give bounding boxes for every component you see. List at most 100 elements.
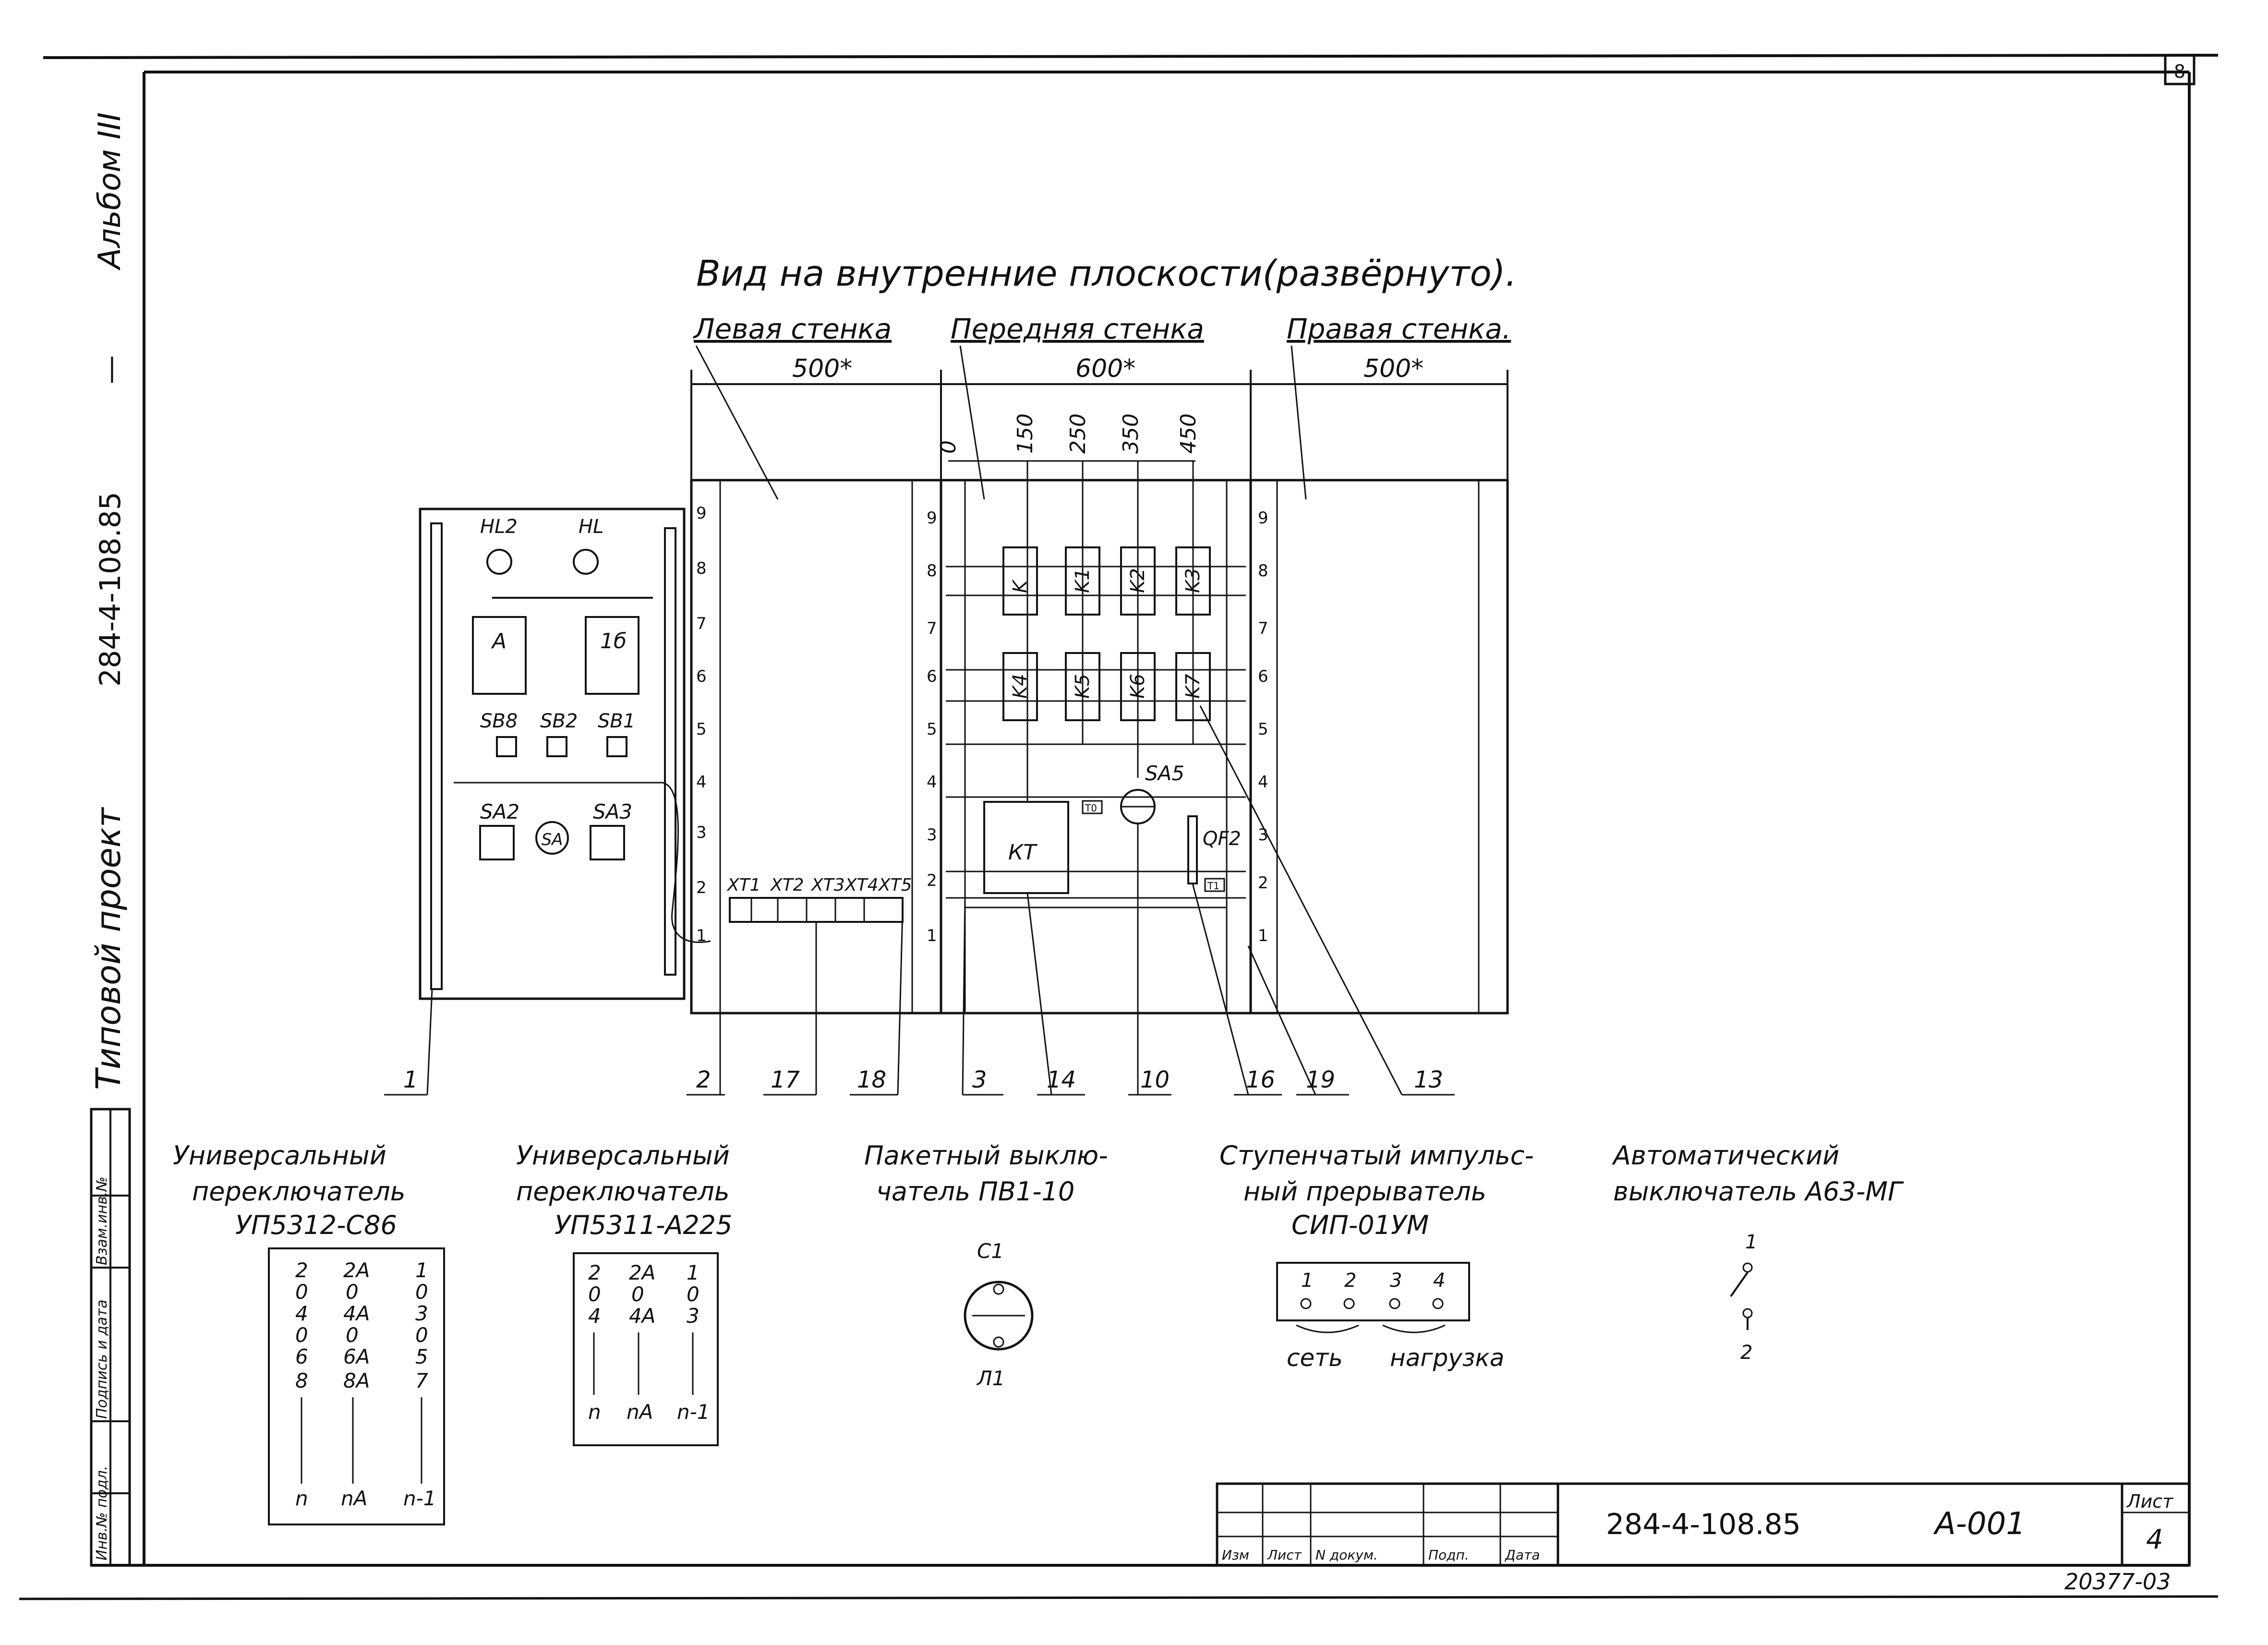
switch-sa3-icon [590, 825, 625, 860]
breaker-qf2 [1187, 815, 1198, 884]
up5312-r6-c1: nA [341, 1487, 367, 1510]
relay-k4 [1002, 652, 1038, 721]
legend-up5312: Универсальный переключатель УП5312-С86 2… [173, 1140, 445, 1525]
front-dim-0: 0 [936, 440, 961, 454]
sip-group-load: нагрузка [1390, 1344, 1504, 1372]
callouts: 1 2 17 18 3 14 10 16 19 13 [384, 705, 1455, 1096]
ruler-8: 8 [696, 559, 707, 578]
legend-up5312-line1: Универсальный [173, 1140, 386, 1171]
up5312-r4-c1: 6A [343, 1345, 370, 1368]
legend-pv1: Пакетный выклю- чатель ПВ1-10 С1 Л1 [864, 1140, 1108, 1390]
callout-19: 19 [1306, 1066, 1335, 1093]
up5311-r1-c1: 0 [631, 1282, 644, 1306]
corner-sheet-number: 8 [2174, 61, 2185, 82]
callout-10: 10 [1140, 1066, 1170, 1093]
left-wall: 9 8 7 6 5 4 3 2 1 XT1 XT2 XT3 XT4 XT5 [690, 479, 942, 1015]
ruler-9: 9 [696, 504, 707, 523]
up5311-r2-c0: 4 [588, 1304, 601, 1328]
title-designation: 284-4-108.85 [1606, 1508, 1801, 1541]
pv1-label-l1: Л1 [976, 1367, 1005, 1390]
up5311-r0-c0: 2 [588, 1261, 601, 1284]
title-col-list: Лист [1267, 1547, 1302, 1563]
up5311-r1-c2: 0 [687, 1282, 700, 1306]
up5311-r0-c1: 2A [629, 1261, 655, 1284]
up5312-r4-c2: 5 [415, 1345, 428, 1368]
up5311-r3-c2: n-1 [677, 1400, 710, 1424]
timer-kt-label: КТ [1008, 840, 1037, 865]
legend-sip-line1: Ступенчатый импульс- [1219, 1140, 1534, 1171]
button-sb8-icon [496, 736, 517, 757]
title-col-doc: N докум. [1315, 1547, 1378, 1563]
album-label: Альбом III [92, 112, 128, 271]
legend-sip-line3: СИП-01УМ [1291, 1210, 1429, 1240]
callout-1: 1 [403, 1066, 418, 1093]
front-ruler-6: 6 [927, 667, 937, 686]
front-dim-150: 150 [1013, 413, 1037, 454]
stamp-replacement-inv: Взам.инв.№ [94, 1176, 110, 1265]
lamp-hl2-label: HL2 [480, 516, 518, 538]
legend-sip: Ступенчатый импульс- ный прерыватель СИП… [1219, 1140, 1534, 1372]
right-ruler-4: 4 [1258, 773, 1268, 792]
front-wall-dim: 600* [1075, 354, 1135, 383]
callout-14: 14 [1047, 1066, 1076, 1093]
front-wall-label: Передняя стенка [951, 313, 1204, 345]
up5312-r2-c0: 4 [295, 1302, 308, 1325]
project-code-vertical: 284-4-108.85 [94, 492, 127, 687]
door-panel: HL2 HL A 1б SB8 SB2 SB1 SA2 SA3 SA [419, 508, 711, 1000]
terminal-xt5: XT5 [878, 875, 912, 895]
switch-sa5-label: SA5 [1145, 762, 1184, 785]
label-t0: T0 [1085, 802, 1097, 814]
up5312-r0-c2: 1 [415, 1258, 428, 1282]
rotary-switch-icon [964, 1281, 1034, 1351]
title-col-izm: Изм [1222, 1547, 1249, 1563]
up5312-r1-c1: 0 [346, 1280, 359, 1304]
a63-contact-1: 1 [1745, 1231, 1757, 1253]
left-stamp: Инв.№ подл. Подпись и дата Взам.инв.№ [90, 1108, 131, 1567]
sheet-frame: 8 [19, 54, 2219, 1600]
lamp-hl-icon [573, 549, 599, 575]
right-ruler-7: 7 [1258, 619, 1268, 638]
lamp-hl-label: HL [579, 516, 603, 538]
label-t1: T1 [1207, 880, 1219, 892]
legend-pv1-line2: чатель ПВ1-10 [876, 1176, 1074, 1207]
front-dim-250: 250 [1066, 413, 1090, 454]
terminal-xt4: XT4 [844, 875, 879, 895]
ruler-4: 4 [696, 773, 707, 792]
lamp-hl2-icon [486, 549, 512, 575]
project-type-label: Типовой проект [89, 807, 128, 1090]
meter-1b-label: 1б [600, 629, 627, 653]
right-wall-dim: 500* [1363, 354, 1424, 383]
sip-contact-3: 3 [1390, 1270, 1402, 1292]
front-ruler-1: 1 [927, 926, 937, 945]
stamp-inv-number: Инв.№ подл. [94, 1466, 110, 1560]
front-ruler-9: 9 [927, 508, 937, 528]
left-wall-label: Левая стенка [693, 313, 892, 345]
legend-a63: Автоматический выключатель А63-МГ 1 2 [1612, 1140, 1904, 1364]
button-sb2-icon [546, 736, 567, 757]
left-wall-dim: 500* [792, 354, 852, 383]
front-ruler-5: 5 [927, 720, 937, 739]
left-wall-ruler: 9 8 7 6 5 4 3 2 1 [696, 504, 707, 945]
up5311-r2-c2: 3 [687, 1304, 700, 1328]
terminal-xt3: XT3 [810, 875, 845, 895]
front-ruler-3: 3 [927, 825, 937, 845]
margin-dash: — [94, 355, 127, 384]
right-ruler-6: 6 [1258, 667, 1268, 686]
up5311-r1-c0: 0 [588, 1282, 601, 1306]
right-ruler-8: 8 [1258, 561, 1268, 581]
up5312-r2-c2: 3 [415, 1302, 428, 1325]
up5312-r1-c2: 0 [415, 1280, 428, 1304]
up5312-r3-c2: 0 [415, 1323, 428, 1347]
archive-number: 20377-03 [2064, 1569, 2171, 1595]
callout-17: 17 [771, 1066, 800, 1093]
callout-13: 13 [1414, 1066, 1443, 1093]
terminal-block: XT1 XT2 XT3 XT4 XT5 [726, 875, 912, 923]
legend-up5311-line2: переключатель [516, 1176, 730, 1207]
legend-a63-line1: Автоматический [1612, 1140, 1839, 1171]
up5312-r6-c2: n-1 [403, 1487, 436, 1510]
switch-sa3-label: SA3 [593, 800, 632, 823]
front-dim-450: 450 [1176, 413, 1201, 454]
up5312-r5-c2: 7 [415, 1369, 428, 1392]
right-ruler-2: 2 [1258, 873, 1268, 893]
